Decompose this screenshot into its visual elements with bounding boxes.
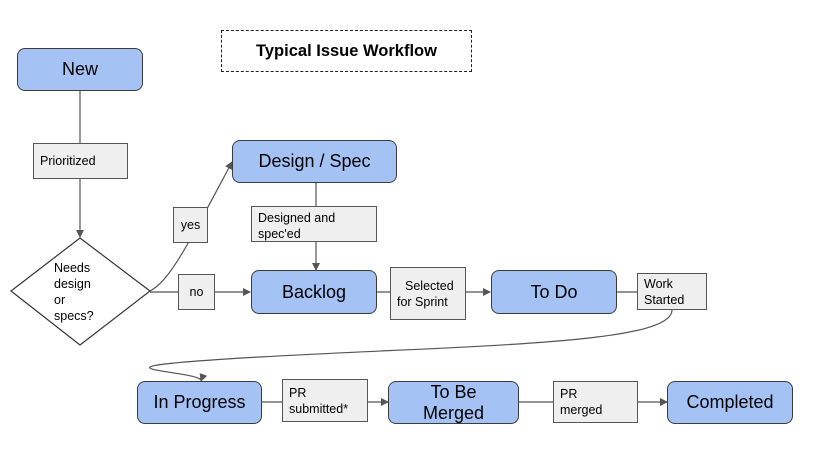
state-design-spec: Design / Spec: [232, 140, 397, 183]
edge-label-prioritized-text: Prioritized: [40, 154, 96, 168]
edge-label-pr-merged: PR merged: [553, 381, 638, 423]
edge-label-pr-submitted-line2: submitted*: [289, 401, 349, 416]
edge-label-pr-merged-line2: merged: [560, 403, 603, 417]
state-design-spec-label: Design / Spec: [258, 151, 371, 171]
edge-label-no-text: no: [189, 285, 204, 299]
decision-line-2: design: [54, 277, 91, 291]
decision-line-1: Needs: [54, 261, 91, 275]
state-to-do-label: To Do: [530, 281, 578, 302]
edge-label-work-line1: Work: [644, 276, 673, 291]
edge-label-selected: Selected for Sprint: [390, 267, 466, 320]
state-completed-label: Completed: [686, 392, 774, 412]
decision-line-4: specs?: [54, 309, 94, 323]
state-in-progress: In Progress: [137, 381, 262, 424]
state-new-label: New: [61, 59, 98, 79]
state-completed: Completed: [667, 381, 793, 424]
state-to-be-merged-line1: To Be: [430, 381, 477, 402]
edge-label-designed: Designed and spec'ed: [251, 206, 377, 242]
edge-label-selected-line2: for Sprint: [397, 294, 448, 309]
state-backlog: Backlog: [251, 270, 377, 314]
decision-diamond: [10, 237, 151, 346]
state-to-do: To Do: [491, 270, 617, 314]
state-backlog-label: Backlog: [281, 281, 347, 302]
decision-line-3: or: [54, 293, 66, 307]
diagram-title: Typical Issue Workflow: [221, 30, 472, 72]
state-in-progress-label: In Progress: [153, 392, 246, 412]
edge-work-to-inprogress: [149, 309, 673, 382]
edge-label-pr-submitted: PR submitted*: [282, 379, 368, 422]
edge-label-prioritized: Prioritized: [33, 143, 128, 179]
edge-decision-to-design: [149, 161, 233, 292]
decision-text: Needs design or specs?: [40, 260, 120, 324]
edge-label-no: no: [178, 274, 215, 310]
state-new: New: [17, 48, 143, 91]
state-to-be-merged-line2: Merged: [422, 402, 485, 423]
edge-label-yes: yes: [173, 207, 208, 243]
edge-label-yes-text: yes: [180, 218, 201, 232]
edge-label-selected-line1: Selected: [405, 278, 454, 293]
edge-label-designed-line2: spec'ed: [258, 227, 301, 241]
state-to-be-merged: To Be Merged: [388, 381, 519, 424]
edge-label-pr-merged-line1: PR: [560, 387, 578, 401]
edge-label-pr-submitted-line1: PR: [289, 385, 307, 400]
edge-label-work-line2: Started: [644, 292, 685, 307]
edge-label-work-started: Work Started: [637, 273, 707, 310]
edge-label-designed-line1: Designed and: [258, 211, 336, 225]
